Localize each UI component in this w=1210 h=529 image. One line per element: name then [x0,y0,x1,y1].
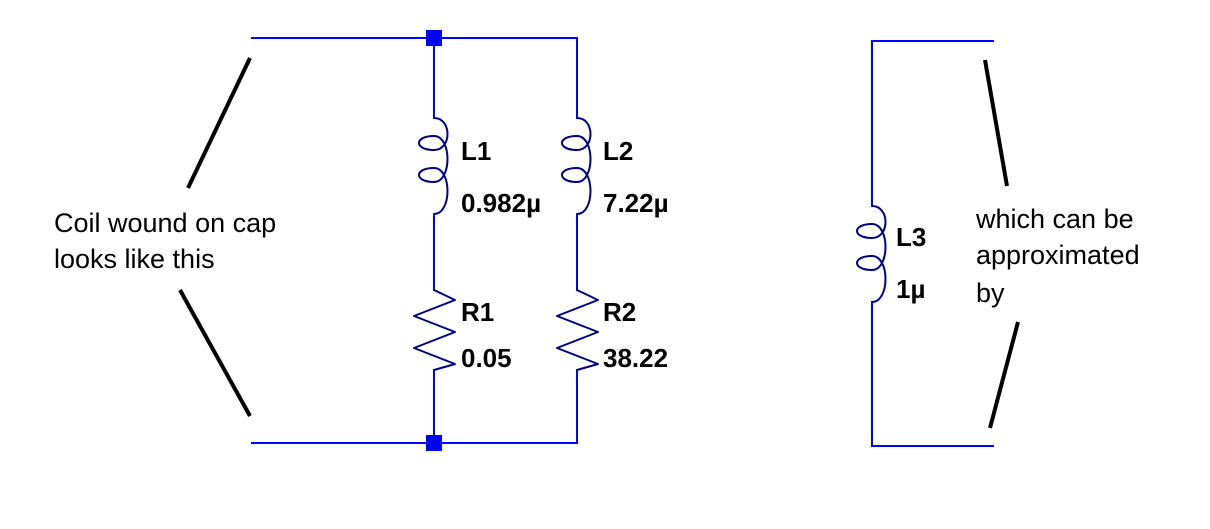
left-upper-bracket-line [186,57,252,189]
right-circuit: L3 1µ [856,40,994,447]
l1-value-label: 0.982µ [461,188,541,218]
r2-value-label: 38.22 [603,343,668,373]
right-lower-bracket-line [988,321,1020,429]
inductor-l2-symbol [561,117,592,215]
left-lower-bracket-line [178,289,252,417]
inductor-l3-symbol [856,205,887,303]
right-note-line-3: by [976,278,1005,308]
inductor-l1-symbol [418,117,449,215]
top-junction-dot [426,30,442,46]
bottom-junction-dot [426,435,442,451]
l3-name-label: L3 [896,222,926,252]
resistor-r1-symbol [413,289,456,371]
right-upper-bracket-line [983,59,1009,187]
l2-value-label: 7.22µ [603,188,669,218]
left-note-line-1: Coil wound on cap [54,208,276,238]
right-note-line-1: which can be [975,204,1134,234]
l2-name-label: L2 [603,136,633,166]
l1-name-label: L1 [461,136,491,166]
right-annotation: which can be approximated by [975,59,1140,429]
resistor-r2-symbol [556,289,599,371]
left-annotation: Coil wound on cap looks like this [54,57,276,417]
left-note-line-2: looks like this [54,244,215,274]
left-circuit: L1 0.982µ L2 7.22µ R1 0.05 R2 38.22 [251,30,669,451]
r2-name-label: R2 [603,297,636,327]
r1-value-label: 0.05 [461,343,512,373]
right-note-line-2: approximated [976,240,1140,270]
r1-name-label: R1 [461,297,494,327]
l3-value-label: 1µ [896,274,925,304]
